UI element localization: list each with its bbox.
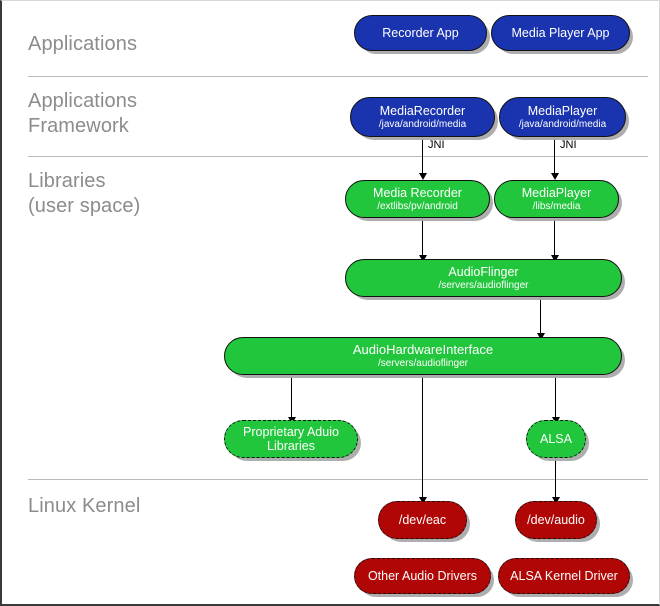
node-alsa[interactable]: ALSA	[526, 420, 586, 458]
node-title: /dev/eac	[398, 513, 447, 527]
jni-label-recorder: JNI	[428, 139, 445, 151]
node-alsa-kernel-driver[interactable]: ALSA Kernel Driver	[498, 558, 630, 594]
node-title: MediaPlayer	[527, 104, 598, 118]
band-label-libraries: Libraries (user space)	[28, 170, 141, 217]
node-subtitle: /servers/audioflinger	[377, 358, 469, 369]
node-subtitle: /extlibs/pv/android	[377, 201, 458, 212]
node-title: Proprietary Aduio Libraries	[243, 425, 339, 453]
node-title: Media Recorder	[373, 186, 462, 200]
node-title: Recorder App	[382, 26, 459, 40]
divider-applications-framework	[28, 156, 648, 157]
connector-alsa-to-dev-audio	[555, 458, 556, 501]
node-proprietary-audio-libraries[interactable]: Proprietary Aduio Libraries	[224, 420, 358, 458]
connector-mediaplayer-to-lib	[554, 137, 555, 175]
node-subtitle: /java/android/media	[518, 119, 607, 130]
node-audioflinger[interactable]: AudioFlinger /servers/audioflinger	[345, 259, 622, 297]
node-dev-eac[interactable]: /dev/eac	[378, 501, 467, 539]
divider-linux-kernel	[28, 479, 648, 480]
band-label-linux-kernel: Linux Kernel	[28, 495, 141, 517]
band-label-applications: Applications	[28, 33, 138, 55]
arrowhead-mediaplayer-to-lib	[551, 173, 559, 180]
arrowhead-mediarecorder-to-lib	[419, 173, 427, 180]
node-title: /dev/audio	[527, 513, 585, 527]
node-title: ALSA	[540, 432, 572, 446]
node-title: Media Player App	[511, 26, 610, 40]
node-audiohardwareinterface[interactable]: AudioHardwareInterface /servers/audiofli…	[224, 337, 622, 375]
node-other-audio-drivers[interactable]: Other Audio Drivers	[354, 558, 491, 594]
node-subtitle: /libs/media	[532, 201, 581, 212]
connector-ahi-to-alsa	[555, 375, 556, 421]
node-mediaplayer-framework[interactable]: MediaPlayer /java/android/media	[499, 97, 626, 137]
connector-ahi-to-proprietary	[291, 375, 292, 421]
node-recorder-app[interactable]: Recorder App	[354, 15, 487, 51]
connector-mediarecorderlib-to-audioflinger	[422, 218, 423, 260]
connector-audioflinger-to-ahi	[540, 297, 541, 339]
node-subtitle: /java/android/media	[378, 119, 467, 130]
jni-label-player: JNI	[560, 139, 577, 151]
node-title: AudioFlinger	[448, 265, 519, 279]
connector-mediaplayerlib-to-audioflinger	[554, 218, 555, 260]
node-title: ALSA Kernel Driver	[510, 569, 618, 583]
node-subtitle: /servers/audioflinger	[438, 280, 529, 291]
node-title: AudioHardwareInterface	[352, 342, 494, 357]
connector-ahi-to-dev-eac	[422, 375, 423, 501]
node-media-recorder-lib[interactable]: Media Recorder /extlibs/pv/android	[345, 180, 490, 218]
node-dev-audio[interactable]: /dev/audio	[515, 501, 597, 539]
connector-mediarecorder-to-lib	[422, 137, 423, 175]
band-label-applications-framework: Applications Framework	[28, 90, 138, 137]
node-mediarecorder-framework[interactable]: MediaRecorder /java/android/media	[350, 97, 495, 137]
divider-applications	[28, 76, 648, 77]
node-title: MediaRecorder	[379, 104, 466, 118]
node-mediaplayer-lib[interactable]: MediaPlayer /libs/media	[494, 180, 619, 218]
node-title: Other Audio Drivers	[367, 569, 478, 583]
node-media-player-app[interactable]: Media Player App	[491, 15, 630, 51]
node-title: MediaPlayer	[521, 186, 592, 200]
